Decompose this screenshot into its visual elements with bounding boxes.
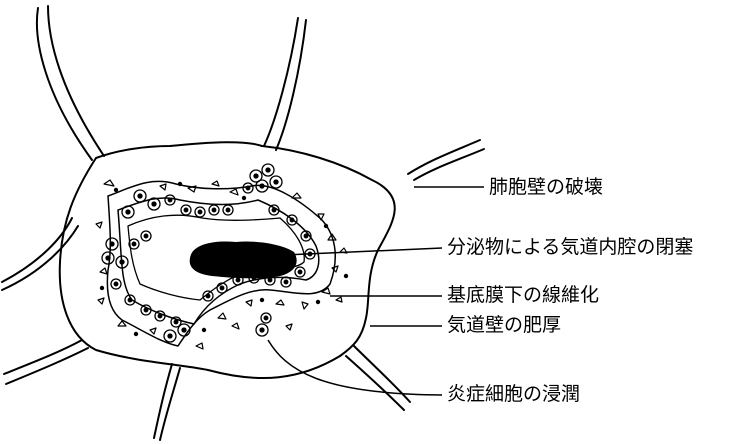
label-airway-wall-thickening: 気道壁の肥厚	[447, 316, 561, 335]
label-subepithelial-fibrosis: 基底膜下の線維化	[447, 286, 599, 305]
label-alveolar-wall-destruction: 肺胞壁の破壊	[489, 178, 603, 197]
secretion-plug	[190, 241, 297, 278]
label-secretion-obstruction: 分泌物による気道内腔の閉塞	[447, 238, 693, 257]
alveolar-walls	[2, 6, 484, 440]
label-inflammatory-cell-infiltration: 炎症細胞の浸潤	[447, 385, 580, 404]
